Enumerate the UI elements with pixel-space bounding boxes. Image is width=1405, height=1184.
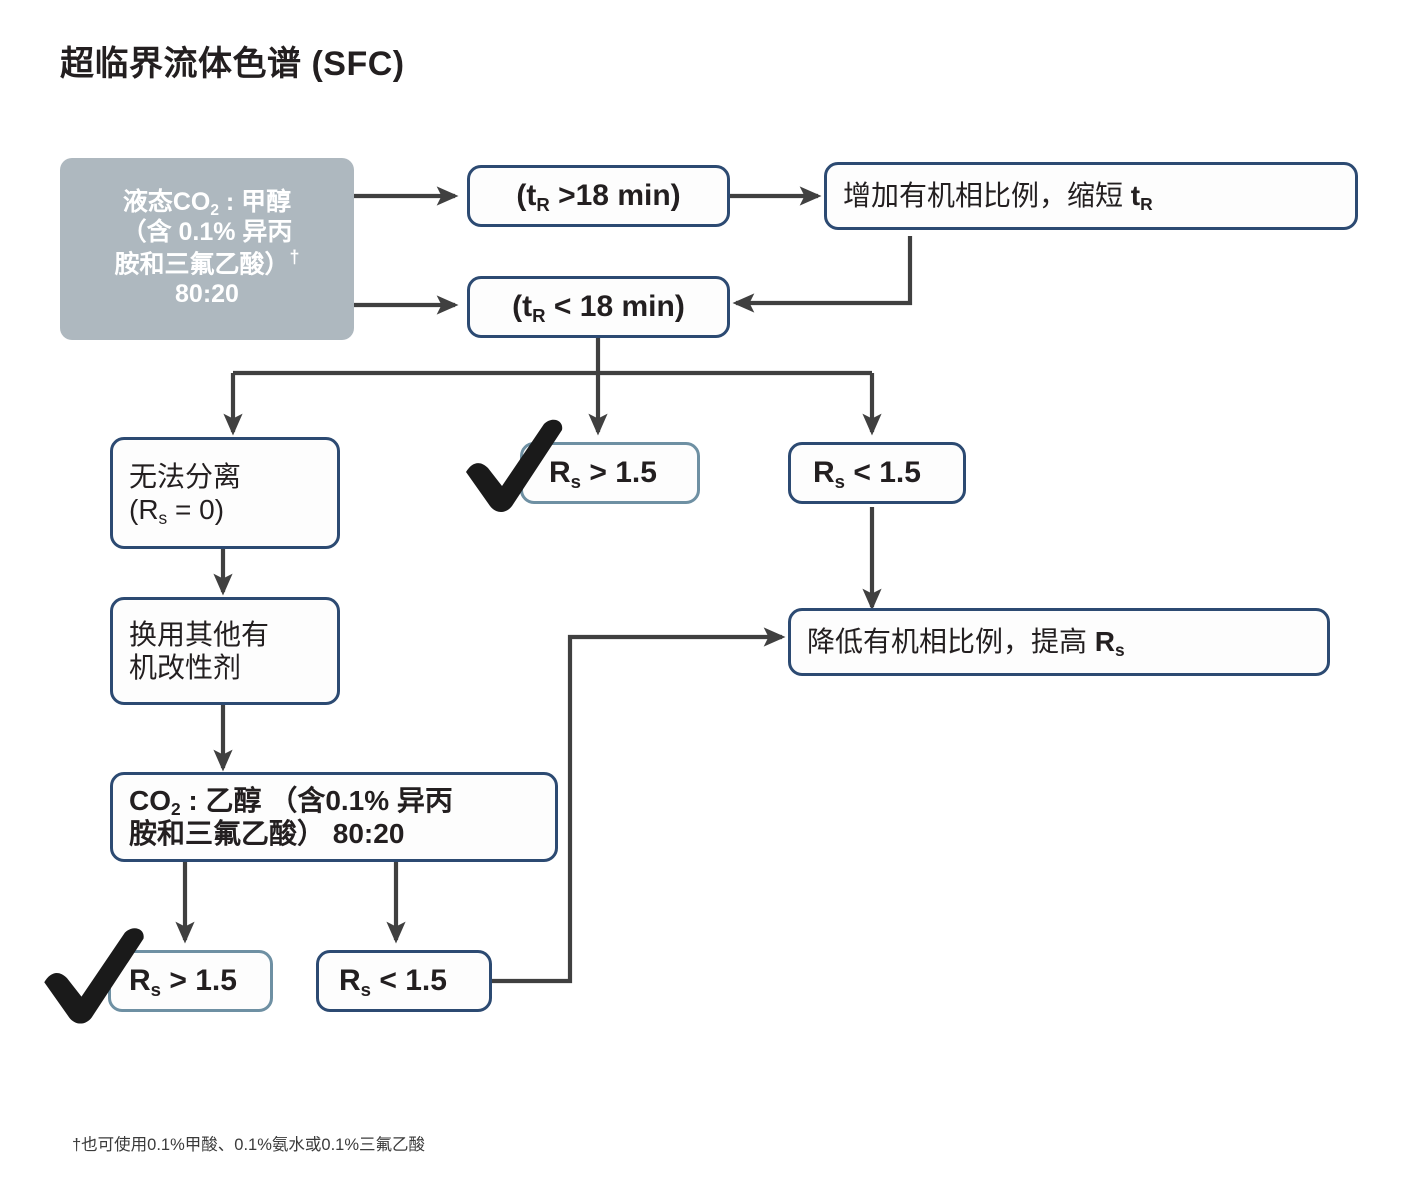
decrease-organic-text: 降低有机相比例，提高 Rs	[807, 626, 1125, 661]
rs-gt-mid-text: Rs > 1.5	[549, 456, 657, 492]
change-modifier-text: 换用其他有 机改性剂	[129, 618, 270, 683]
tr-gt-text: (tR >18 min)	[516, 179, 681, 215]
node-tr-greater-18[interactable]: (tR >18 min)	[467, 165, 730, 227]
footnote-text: †也可使用0.1%甲酸、0.1%氨水或0.1%三氟乙酸	[72, 1136, 426, 1154]
node-no-separation[interactable]: 无法分离 (Rs = 0)	[110, 437, 340, 549]
node-rs-greater-1p5-bottom[interactable]: Rs > 1.5	[108, 950, 273, 1012]
rs-lt-bottom-text: Rs < 1.5	[339, 964, 447, 1000]
page-title: 超临界流体色谱 (SFC)	[60, 45, 405, 83]
node-tr-less-18[interactable]: (tR < 18 min)	[467, 276, 730, 338]
edge-increase-back-to-tr-lt	[732, 236, 913, 313]
tr-lt-text: (tR < 18 min)	[512, 290, 685, 326]
node-rs-less-1p5-mid[interactable]: Rs < 1.5	[788, 442, 966, 504]
node-rs-less-1p5-bottom[interactable]: Rs < 1.5	[316, 950, 492, 1012]
rs-gt-bottom-text: Rs > 1.5	[129, 964, 237, 1000]
node-change-modifier[interactable]: 换用其他有 机改性剂	[110, 597, 340, 705]
co2-ethanol-text: CO2 : 乙醇 （含0.1% 异丙 胺和三氟乙酸） 80:20	[129, 784, 453, 849]
node-decrease-organic-ratio[interactable]: 降低有机相比例，提高 Rs	[788, 608, 1330, 676]
node-start-mobile-phase[interactable]: 液态CO2 : 甲醇 （含 0.1% 异丙 胺和三氟乙酸）† 80:20	[60, 158, 354, 340]
node-co2-ethanol[interactable]: CO2 : 乙醇 （含0.1% 异丙 胺和三氟乙酸） 80:20	[110, 772, 558, 862]
increase-organic-text: 增加有机相比例，缩短 tR	[843, 180, 1153, 215]
rs-lt-mid-text: Rs < 1.5	[813, 456, 921, 492]
node-increase-organic-ratio[interactable]: 增加有机相比例，缩短 tR	[824, 162, 1358, 230]
start-node-text: 液态CO2 : 甲醇 （含 0.1% 异丙 胺和三氟乙酸）† 80:20	[114, 188, 300, 309]
edge-rs-lt-bottom-to-decrease	[490, 627, 786, 984]
no-separation-text: 无法分离 (Rs = 0)	[129, 460, 242, 528]
node-rs-greater-1p5-mid[interactable]: Rs > 1.5	[520, 442, 700, 504]
